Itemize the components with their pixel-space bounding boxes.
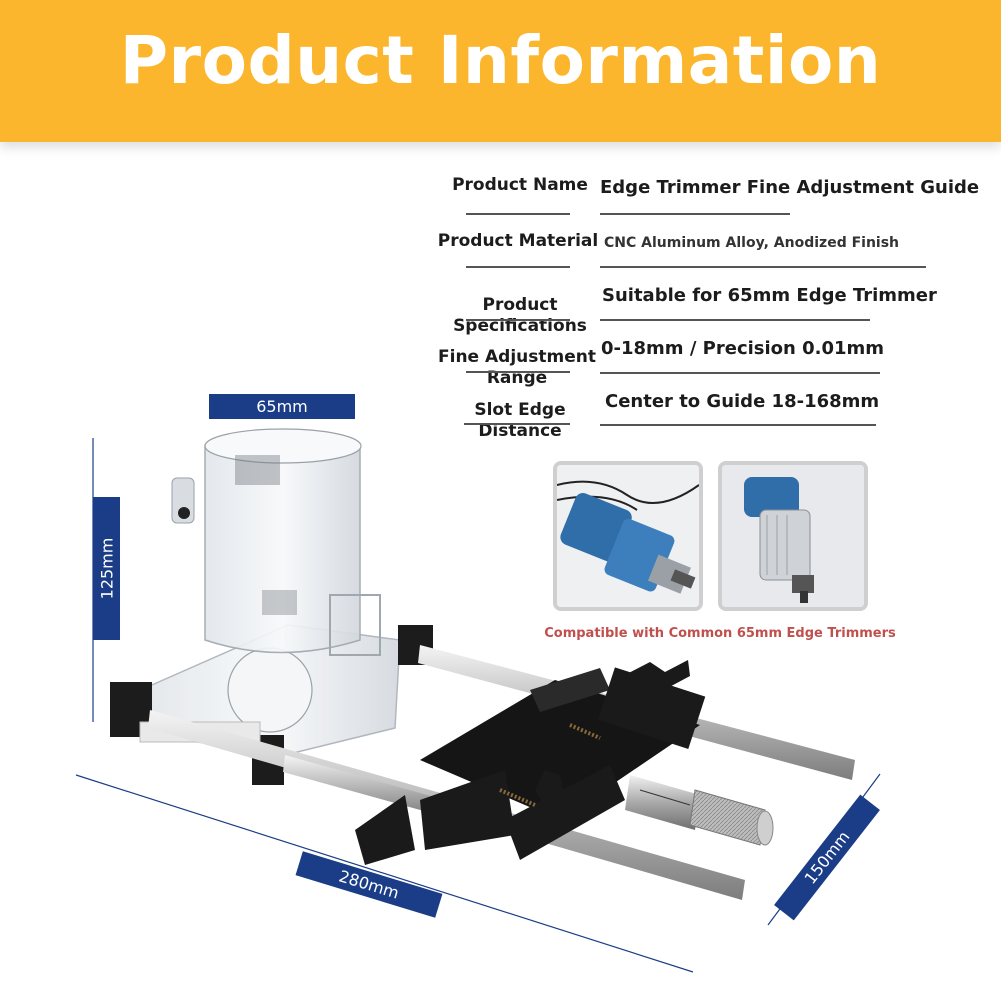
micrometer-cap: [756, 810, 774, 846]
dimension-label-height-text: 125mm: [97, 537, 116, 600]
spec-label-underline: [466, 266, 570, 268]
spec-value-range: 0-18mm / Precision 0.01mm: [601, 338, 885, 359]
right-clamp-block: [597, 667, 706, 749]
spec-label-name: Product Name: [452, 175, 588, 195]
housing-mesh-lower: [262, 590, 297, 615]
spec-value-name: Edge Trimmer Fine Adjustment Guide: [600, 177, 980, 198]
dimension-label-height: 125mm: [93, 497, 120, 640]
spec-value-material: CNC Aluminum Alloy, Anodized Finish: [604, 235, 900, 251]
micrometer-barrel: [625, 775, 700, 830]
spec-label-underline: [464, 423, 570, 425]
spec-value-underline: [600, 213, 790, 215]
lock-knob-front: [535, 770, 565, 812]
spec-value-underline: [600, 266, 926, 268]
spec-label-material: Product Material: [437, 231, 599, 251]
spec-label-distance-text: Slot Edge Distance: [474, 400, 566, 441]
compatibility-caption: Compatible with Common 65mm Edge Trimmer…: [544, 626, 896, 641]
spec-label-underline: [466, 371, 570, 373]
guide-fin: [355, 795, 415, 865]
trimmer-photo-upright: [718, 461, 868, 611]
spec-label-underline: [466, 213, 570, 215]
micrometer-thimble: [689, 789, 766, 846]
length-dimension-line: [75, 774, 694, 973]
page-title: Product Information: [119, 22, 882, 99]
carriage-front-block: [505, 765, 625, 860]
trimmer-photo-side: [553, 461, 703, 611]
housing-side-bracket: [329, 594, 381, 656]
housing-mesh: [235, 455, 280, 485]
housing-rim: [204, 428, 362, 464]
micrometer-scale: [639, 789, 691, 806]
header-banner: Product Information: [0, 0, 1001, 142]
spec-label-range: Fine Adjustment Range: [432, 326, 602, 389]
lock-knob-top: [615, 660, 690, 692]
spec-label-distance: Slot Edge Distance: [440, 379, 600, 442]
spec-value-underline: [600, 372, 880, 374]
spec-label-range-text: Fine Adjustment Range: [438, 347, 596, 388]
spec-label-specifications: Product Specifications: [440, 274, 600, 337]
spec-label-underline: [466, 319, 570, 321]
spec-value-underline: [600, 424, 876, 426]
dimension-label-width: 65mm: [209, 394, 355, 419]
trimmer-upright-image: [722, 465, 864, 607]
clamp-screw: [178, 507, 190, 519]
carriage-side-block: [420, 770, 515, 850]
spec-value-distance: Center to Guide 18-168mm: [605, 391, 880, 412]
spec-label-specifications-text: Product Specifications: [453, 295, 587, 336]
trimmer-side-image: [557, 465, 699, 607]
trimmer-housing: [204, 431, 361, 654]
spec-value-specifications: Suitable for 65mm Edge Trimmer: [602, 285, 937, 306]
carriage-top-block: [530, 668, 610, 712]
spring-top: [569, 723, 601, 740]
base-hole: [227, 647, 313, 733]
spec-value-underline: [600, 319, 870, 321]
